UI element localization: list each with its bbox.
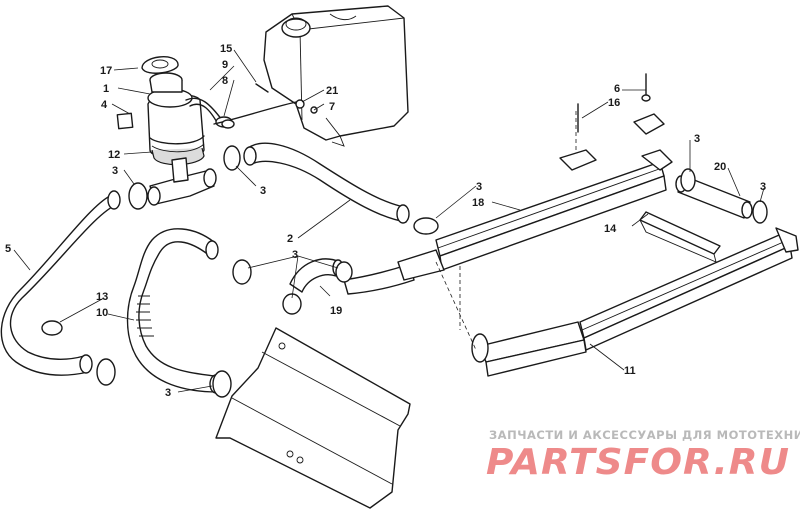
- tunnel-plate: [215, 327, 411, 509]
- callout-15: 15: [220, 43, 232, 55]
- hose-5: [0, 190, 121, 376]
- callout-3: 3: [260, 185, 266, 197]
- hose-10: [126, 228, 223, 394]
- hose-19: [289, 258, 415, 295]
- callout-6: 6: [614, 83, 620, 95]
- callout-3: 3: [165, 387, 171, 399]
- callout-5: 5: [5, 243, 11, 255]
- heat-exchanger-11: [471, 227, 799, 377]
- callout-21: 21: [326, 85, 338, 97]
- coolant-tank: [263, 5, 409, 147]
- assembly-lines: [435, 110, 577, 351]
- callout-2: 2: [287, 233, 293, 245]
- callout-3: 3: [760, 181, 766, 193]
- callout-3: 3: [694, 133, 700, 145]
- overflow-hose: [185, 97, 318, 128]
- callout-1: 1: [103, 83, 109, 95]
- callout-20: 20: [714, 161, 726, 173]
- callout-9: 9: [222, 59, 228, 71]
- callout-14: 14: [604, 223, 617, 235]
- leader-lines: [13, 49, 765, 393]
- callout-18: 18: [472, 197, 484, 209]
- y-fitting: [147, 157, 217, 206]
- callout-19: 19: [330, 305, 342, 317]
- callout-16: 16: [608, 97, 620, 109]
- callout-3: 3: [476, 181, 482, 193]
- callout-11: 11: [624, 365, 636, 377]
- heat-exchanger-18: [397, 149, 673, 281]
- watermark-logo: PARTSFOR.RU: [486, 442, 790, 483]
- callout-labels: 17 1 4 12 3 15 9 8 21 7 3 2 5 13 10 3 19…: [5, 43, 766, 399]
- callout-13: 13: [96, 291, 108, 303]
- callout-4: 4: [101, 99, 108, 111]
- watermark-tagline: ЗАПЧАСТИ И АКСЕССУАРЫ ДЛЯ МОТОТЕХНИКИ: [489, 428, 800, 442]
- callout-8: 8: [222, 75, 228, 87]
- expansion-bottle: [116, 56, 205, 166]
- callout-3: 3: [292, 249, 298, 261]
- bracket-14: [639, 211, 721, 263]
- hose-clamps: [41, 145, 768, 398]
- callout-17: 17: [100, 65, 112, 77]
- callout-3: 3: [112, 165, 118, 177]
- callout-12: 12: [108, 149, 120, 161]
- watermark-logo-text: PARTSFOR.RU: [486, 442, 790, 483]
- callout-7: 7: [329, 101, 335, 113]
- hardware: [221, 73, 665, 171]
- callout-10: 10: [96, 307, 108, 319]
- hose-2: [243, 142, 410, 224]
